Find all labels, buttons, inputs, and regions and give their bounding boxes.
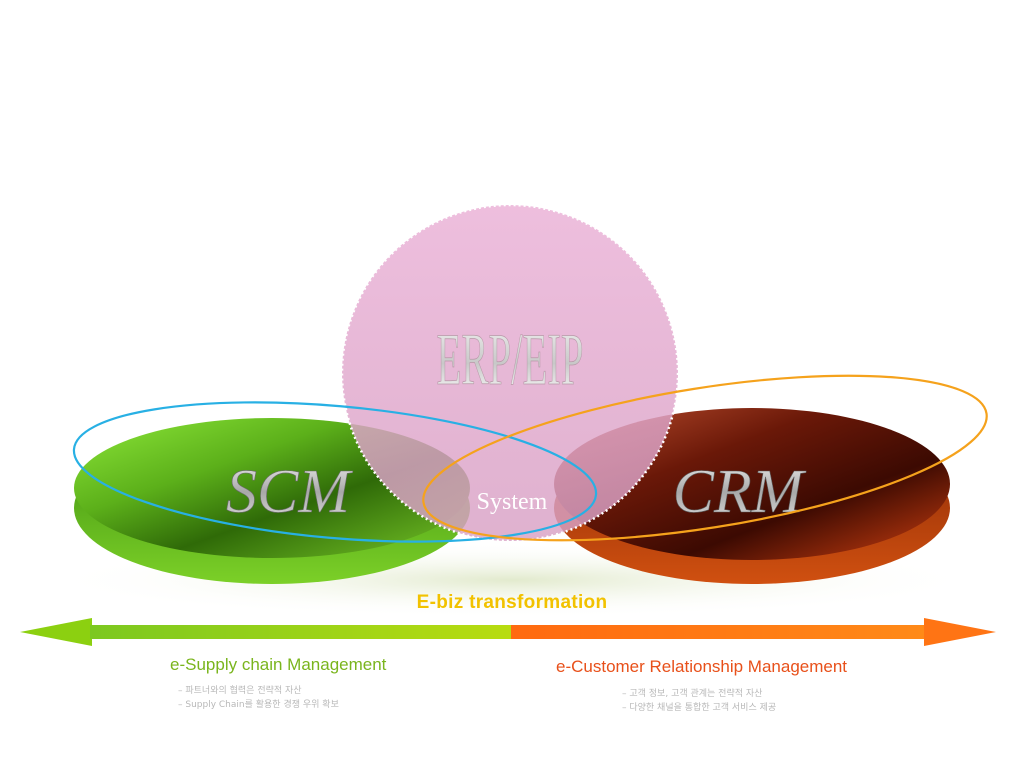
erp-eip-circle bbox=[340, 203, 680, 543]
list-item: – 고객 정보, 고객 관계는 전략적 자산 bbox=[622, 689, 763, 699]
crm-bullet-list: – 고객 정보, 고객 관계는 전략적 자산 – 다양한 채널을 통합한 고객 … bbox=[622, 687, 776, 715]
arrow-right-bar bbox=[511, 625, 926, 639]
transformation-arrow bbox=[20, 618, 996, 646]
list-item: – Supply Chain를 활용한 경쟁 우위 확보 bbox=[178, 700, 339, 710]
erp-eip-label: ERP/EIP bbox=[437, 318, 584, 400]
scm-ring bbox=[72, 401, 598, 543]
system-label: System bbox=[477, 489, 548, 515]
arrow-right-head bbox=[924, 618, 996, 646]
list-item: – 다양한 채널을 통합한 고객 서비스 제공 bbox=[622, 703, 777, 713]
list-item: – 파트너와의 협력은 전략적 자산 bbox=[178, 686, 302, 696]
crm-ring bbox=[422, 374, 988, 542]
arrow-left-bar bbox=[90, 625, 511, 639]
arrow-left-head bbox=[20, 618, 92, 646]
transformation-label: E-biz transformation bbox=[416, 592, 608, 613]
scm-title: e-Supply chain Management bbox=[170, 655, 387, 674]
crm-label: CRM bbox=[673, 458, 807, 526]
crm-title: e-Customer Relationship Management bbox=[556, 657, 848, 676]
scm-label: SCM bbox=[226, 458, 353, 526]
scm-bullet-list: – 파트너와의 협력은 전략적 자산 – Supply Chain를 활용한 경… bbox=[178, 684, 339, 712]
